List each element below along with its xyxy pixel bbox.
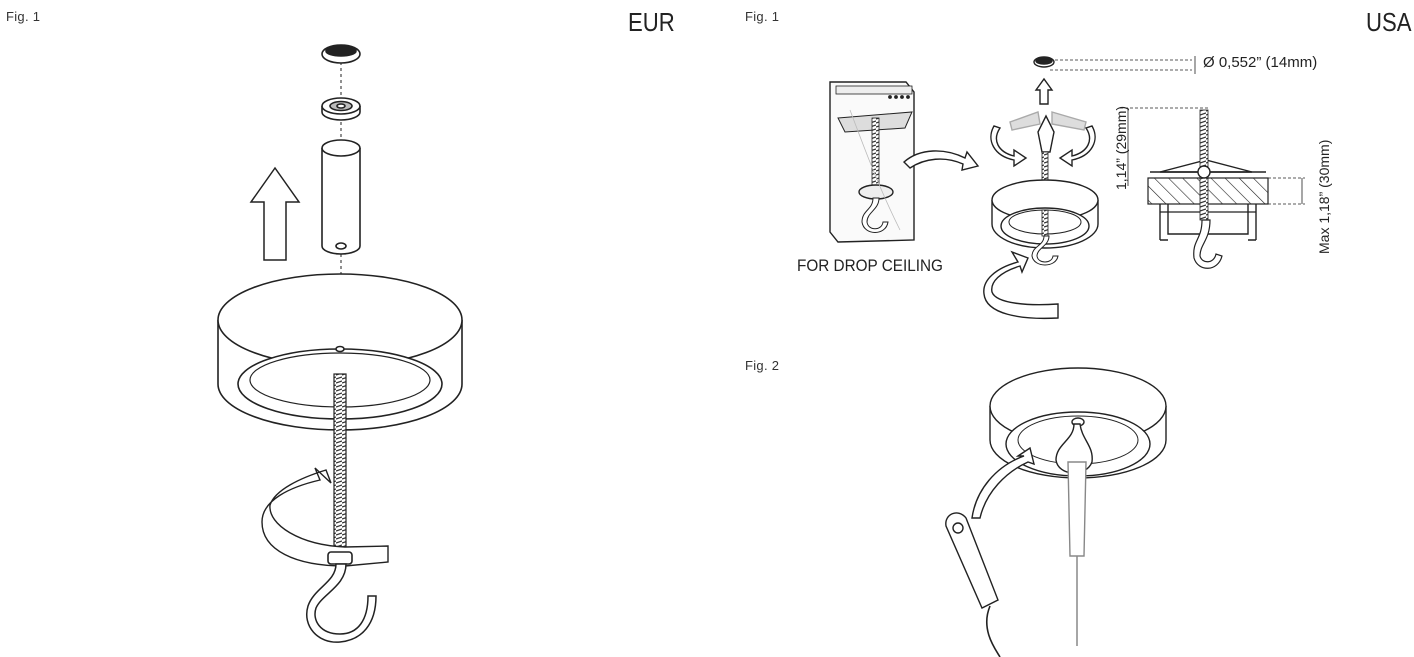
rotate-left-icon: [990, 125, 1028, 168]
hook-part: [306, 563, 377, 643]
small-up-arrow-icon: [1034, 77, 1054, 105]
usa-region-label: USA: [1366, 7, 1412, 37]
nut-part: [321, 97, 361, 121]
eur-region-label: EUR: [628, 7, 675, 37]
threaded-rod: [333, 373, 347, 555]
drop-ceiling-caption: FOR DROP CEILING: [797, 256, 943, 275]
cable-fitting-loose: [945, 512, 1001, 657]
cable-fitting-hung: [1067, 461, 1087, 646]
usa-fig1-label: Fig. 1: [745, 9, 780, 24]
rotate-right-icon: [1058, 125, 1096, 168]
usa-fig2-label: Fig. 2: [745, 358, 780, 373]
transfer-arrow-icon: [902, 150, 980, 171]
up-arrow-icon: [249, 166, 301, 261]
cap-part: [321, 44, 361, 64]
usa-drop-ceiling-drawing: [829, 56, 1305, 320]
canopy-small: [991, 179, 1099, 266]
toggle-bolt: [1009, 111, 1087, 183]
hang-arrow-icon: [971, 446, 1035, 519]
eur-fig1-label: Fig. 1: [6, 9, 41, 24]
ceiling-cross-section: [1050, 56, 1305, 269]
usa-fig2-drawing: [945, 367, 1167, 657]
canopy-ring: [217, 273, 463, 431]
dimension-diameter: Ø 0,552” (14mm): [1203, 54, 1318, 71]
toggle-bolt-package: [829, 81, 915, 243]
rotate-arrow-small-icon: [983, 250, 1059, 320]
eur-assembly-drawing: [217, 44, 463, 643]
spacer-tube: [321, 139, 361, 255]
rotate-arrow-icon: [261, 467, 389, 567]
